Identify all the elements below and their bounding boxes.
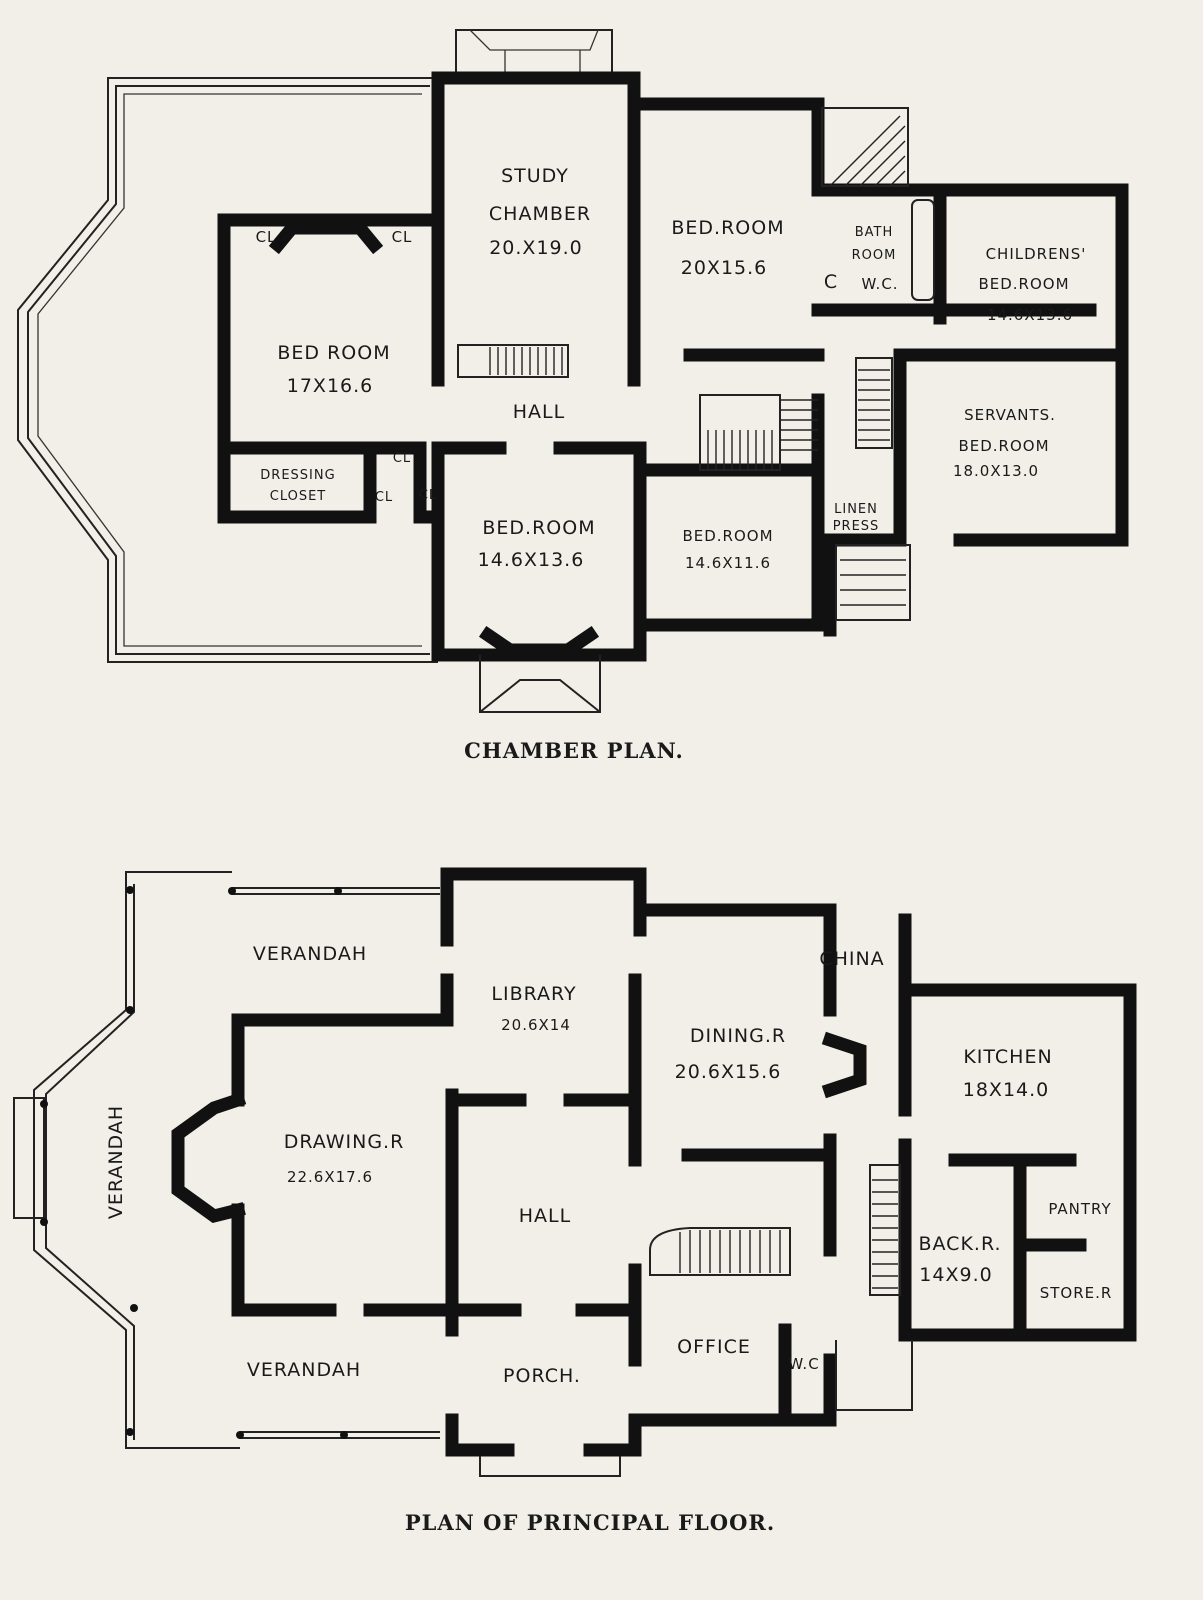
back-porch: [835, 1340, 913, 1411]
drawing-bay: [171, 1091, 247, 1224]
principal-plan: VERANDAH VERANDAH VERANDAH LIBRARY 20.6X…: [13, 867, 1137, 1535]
label-library: LIBRARY: [491, 983, 576, 1005]
label-bedroom-2-dim: 17X16.6: [287, 375, 374, 397]
label-verandah-top: VERANDAH: [253, 943, 367, 965]
label-bedroom-3-dim: 14.6X13.6: [478, 549, 585, 571]
label-dining-dim: 20.6X15.6: [675, 1061, 782, 1083]
label-dressing-2: CLOSET: [270, 489, 327, 504]
label-bedroom-1: BED.ROOM: [671, 217, 784, 239]
label-kitchen: KITCHEN: [963, 1046, 1052, 1068]
label-bedroom-3: BED.ROOM: [482, 517, 595, 539]
servants-stair: [855, 357, 893, 449]
fireplace: [268, 221, 384, 255]
label-study: STUDY: [501, 165, 569, 187]
label-office: OFFICE: [677, 1336, 751, 1358]
label-wc-lower: W.C: [788, 1355, 819, 1373]
bedroom4-walls: [633, 463, 825, 632]
label-linen-2: PRESS: [833, 519, 880, 534]
study-stair: [457, 344, 569, 378]
label-servants-2: BED.ROOM: [958, 437, 1049, 455]
back-stair: [869, 1164, 901, 1296]
label-library-dim: 20.6X14: [501, 1016, 571, 1034]
porch-walls: [445, 1413, 642, 1457]
front-bay: [479, 655, 601, 713]
chimney-projection: [455, 29, 613, 74]
verandah-step: [13, 1097, 45, 1219]
label-childrens: CHILDRENS': [986, 245, 1087, 263]
label-drawing: DRAWING.R: [284, 1131, 405, 1153]
label-study-dim: 20.X19.0: [489, 237, 583, 259]
roof-outline: [17, 77, 438, 663]
label-verandah-side: VERANDAH: [105, 1105, 127, 1219]
east-wing-walls: [811, 183, 1129, 547]
label-hall-lower: HALL: [519, 1205, 571, 1227]
main-stair: [649, 1227, 791, 1276]
roof-hatch-bottom: [835, 544, 911, 621]
china-chimney: [821, 1031, 867, 1099]
label-kitchen-dim: 18X14.0: [963, 1079, 1050, 1101]
label-dining: DINING.R: [690, 1025, 786, 1047]
label-bath: BATH: [855, 225, 894, 240]
label-back-room: BACK.R.: [918, 1233, 1001, 1255]
label-childrens-2: BED.ROOM: [978, 275, 1069, 293]
label-servants: SERVANTS.: [964, 406, 1056, 424]
label-store: STORE.R: [1040, 1284, 1113, 1302]
label-childrens-dim: 14.6X13.6: [987, 306, 1073, 324]
bedroom2-walls: [217, 213, 445, 524]
verandah-outline: [33, 871, 240, 1449]
bedroom1-walls: [627, 97, 825, 197]
chamber-plan-caption: CHAMBER PLAN.: [464, 738, 684, 763]
label-pantry: PANTRY: [1048, 1200, 1111, 1218]
label-bedroom-2: BED ROOM: [277, 342, 390, 364]
roof-hatch-top: [821, 107, 909, 187]
label-cl-a: CL: [393, 451, 411, 466]
label-dressing: DRESSING: [260, 468, 335, 483]
label-drawing-dim: 22.6X17.6: [287, 1168, 373, 1186]
label-linen: LINEN: [834, 502, 878, 517]
label-china: CHINA: [819, 948, 884, 970]
chamber-plan: STUDY CHAMBER 20.X19.0 BED.ROOM 20X15.6 …: [17, 29, 1129, 763]
library-walls: [440, 867, 647, 937]
drawing-walls-south: [231, 1203, 522, 1317]
label-bedroom-1-dim: 20X15.6: [681, 257, 768, 279]
label-wc: W.C.: [861, 275, 898, 293]
principal-plan-caption: PLAN OF PRINCIPAL FLOOR.: [405, 1510, 775, 1535]
porch-steps: [479, 1456, 621, 1477]
label-cl-right: CL: [392, 228, 413, 246]
label-servants-dim: 18.0X13.0: [953, 462, 1039, 480]
label-bedroom-4: BED.ROOM: [682, 527, 773, 545]
label-bedroom-4-dim: 14.6X11.6: [685, 554, 771, 572]
label-hall-upper: HALL: [513, 401, 565, 423]
label-cl-left: CL: [256, 228, 277, 246]
hall-walls: [445, 1088, 642, 1337]
label-verandah-bottom: VERANDAH: [247, 1359, 361, 1381]
label-bath-2: ROOM: [852, 248, 897, 263]
label-study-2: CHAMBER: [489, 203, 591, 225]
study-walls: [431, 71, 641, 387]
label-cl-b: CL: [375, 490, 393, 505]
office-walls: [628, 1263, 837, 1427]
label-back-room-dim: 14X9.0: [919, 1264, 992, 1286]
dining-walls: [633, 903, 912, 1117]
label-cl-c: CL: [419, 488, 437, 503]
bath-tub: [911, 199, 935, 301]
label-porch: PORCH.: [503, 1365, 581, 1387]
label-c: C: [824, 271, 838, 293]
